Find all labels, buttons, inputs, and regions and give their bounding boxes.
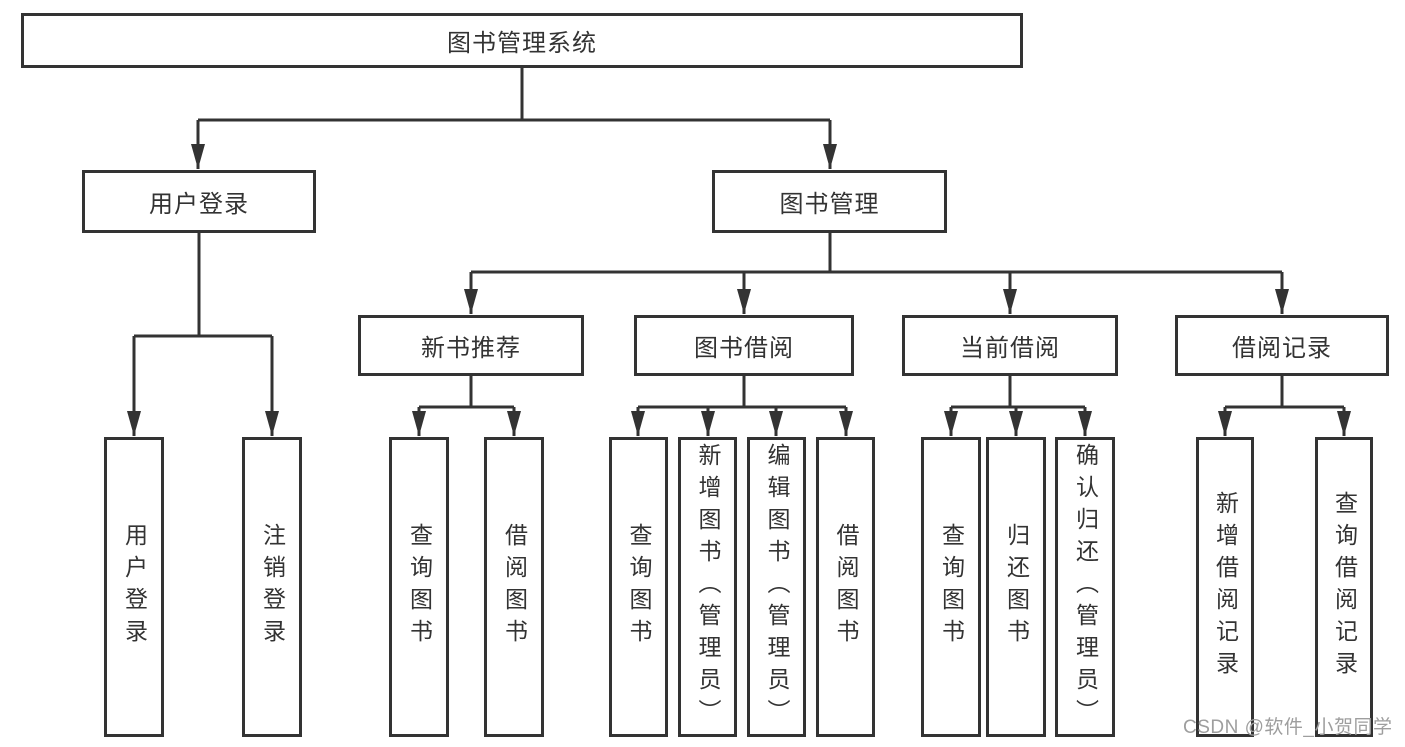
leaf-confirm-return-admin: 确认归还（管理员）: [1055, 437, 1115, 737]
book-management-node: 图书管理: [712, 170, 947, 233]
current-borrow-node: 当前借阅: [902, 315, 1118, 376]
leaf-user-login: 用户登录: [104, 437, 164, 737]
leaf-query-books-recommend: 查询图书: [389, 437, 449, 737]
connector-arrows: [127, 120, 1351, 436]
leaf-query-borrow-record: 查询借阅记录: [1315, 437, 1373, 737]
new-book-recommend-node: 新书推荐: [358, 315, 584, 376]
book-borrow-node: 图书借阅: [634, 315, 854, 376]
watermark: CSDN @软件_小贺同学: [1183, 717, 1393, 738]
user-login-node: 用户登录: [82, 170, 316, 233]
leaf-add-book-admin: 新增图书（管理员）: [678, 437, 737, 737]
leaf-logout: 注销登录: [242, 437, 302, 737]
leaf-query-books-borrow: 查询图书: [609, 437, 668, 737]
leaf-query-books-current: 查询图书: [921, 437, 981, 737]
leaf-borrow-books-recommend: 借阅图书: [484, 437, 544, 737]
leaf-edit-book-admin: 编辑图书（管理员）: [747, 437, 806, 737]
borrow-record-node: 借阅记录: [1175, 315, 1389, 376]
system-root-node: 图书管理系统: [21, 13, 1023, 68]
leaf-return-books: 归还图书: [986, 437, 1046, 737]
leaf-borrow-books: 借阅图书: [816, 437, 875, 737]
leaf-add-borrow-record: 新增借阅记录: [1196, 437, 1254, 737]
